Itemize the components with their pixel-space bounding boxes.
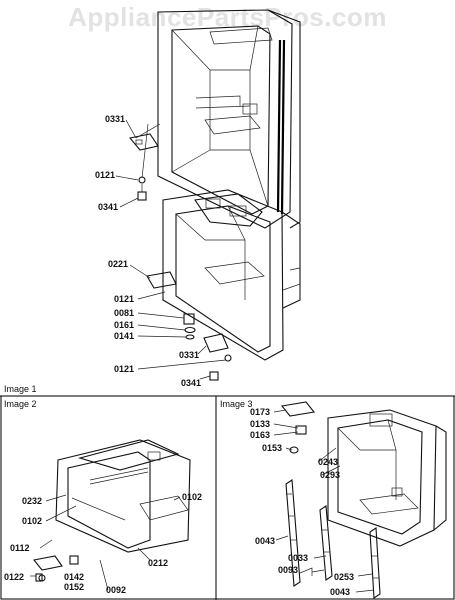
part-label: 0121 bbox=[114, 364, 135, 374]
part-label: 0331 bbox=[105, 114, 126, 124]
part-label: 0253 bbox=[334, 572, 355, 582]
part-label: 0033 bbox=[288, 553, 309, 563]
part-label: 0153 bbox=[262, 443, 283, 453]
part-label: 0102 bbox=[182, 492, 203, 502]
image3-drawing bbox=[273, 401, 447, 599]
part-label: 0173 bbox=[250, 407, 271, 417]
part-label: 0092 bbox=[106, 585, 127, 595]
part-label: 0122 bbox=[4, 572, 25, 582]
part-label: 0341 bbox=[181, 378, 202, 388]
part-label: 0141 bbox=[114, 331, 135, 341]
section-title-image-2: Image 2 bbox=[4, 399, 37, 409]
part-label: 0043 bbox=[255, 536, 276, 546]
part-label: 0163 bbox=[250, 430, 271, 440]
image1-hardware bbox=[128, 123, 232, 381]
part-label: 0102 bbox=[22, 516, 43, 526]
part-label: 0043 bbox=[330, 587, 351, 597]
part-label: 0161 bbox=[114, 320, 135, 330]
image1-leaders bbox=[115, 119, 227, 380]
part-label: 0112 bbox=[10, 543, 30, 553]
part-label: 0341 bbox=[98, 202, 119, 212]
part-label: 0121 bbox=[95, 170, 116, 180]
bottom-frame bbox=[0, 395, 455, 600]
part-label: 0142 bbox=[64, 572, 85, 582]
image2-drawing bbox=[30, 439, 191, 591]
section-title-image-1: Image 1 bbox=[4, 384, 37, 394]
part-label: 0212 bbox=[148, 558, 169, 568]
part-label: 0152 bbox=[64, 582, 85, 592]
part-label: 0121 bbox=[114, 294, 135, 304]
part-label: 0232 bbox=[22, 496, 43, 506]
part-label: 0093 bbox=[278, 565, 299, 575]
section-title-image-3: Image 3 bbox=[220, 399, 253, 409]
part-label: 0293 bbox=[320, 470, 341, 480]
part-label: 0081 bbox=[114, 308, 135, 318]
part-label: 0221 bbox=[108, 259, 129, 269]
part-label: 0133 bbox=[250, 419, 271, 429]
lower-freezer bbox=[162, 189, 301, 361]
part-label: 0331 bbox=[179, 350, 200, 360]
part-label: 0243 bbox=[318, 457, 339, 467]
